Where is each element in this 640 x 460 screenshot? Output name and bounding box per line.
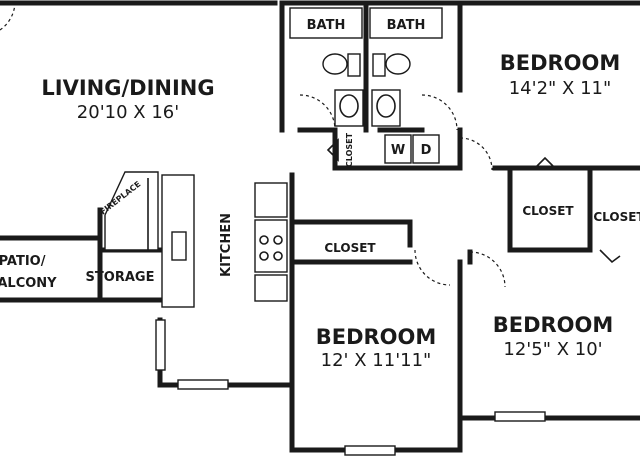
closet-small-label: CLOSET: [345, 132, 354, 167]
kitchen-fixtures: [104, 171, 288, 308]
washer-label: W: [391, 143, 405, 158]
bedroom-right-size: 12'5" X 10': [503, 339, 602, 360]
patio-label: PATIO/: [0, 254, 46, 269]
bedroom-middle-size: 12' X 11'11": [321, 350, 432, 371]
bedroom-right-name: BEDROOM: [493, 313, 614, 337]
closet-hall-label: CLOSET: [324, 241, 376, 255]
doors: [0, 0, 621, 288]
kitchen-label: KITCHEN: [219, 213, 234, 277]
windows: [155, 319, 546, 456]
storage-label: STORAGE: [86, 270, 155, 285]
closet-right-2-label: CLOSET: [593, 210, 640, 224]
closet-right-1-label: CLOSET: [522, 204, 574, 218]
bedroom-top-size: 14'2" X 11": [509, 78, 612, 99]
bedroom-top-name: BEDROOM: [500, 51, 621, 75]
living-dining-name: LIVING/DINING: [41, 76, 214, 100]
labels: LIVING/DINING 20'10 X 16' BEDROOM 14'2" …: [0, 18, 640, 371]
balcony-label: BALCONY: [0, 276, 57, 291]
living-dining-size: 20'10 X 16': [77, 102, 179, 123]
bedroom-middle-name: BEDROOM: [316, 325, 437, 349]
dryer-label: D: [421, 143, 432, 158]
bath-2-label: BATH: [387, 18, 426, 33]
bath-fixtures: [289, 7, 443, 164]
bath-1-label: BATH: [307, 18, 346, 33]
